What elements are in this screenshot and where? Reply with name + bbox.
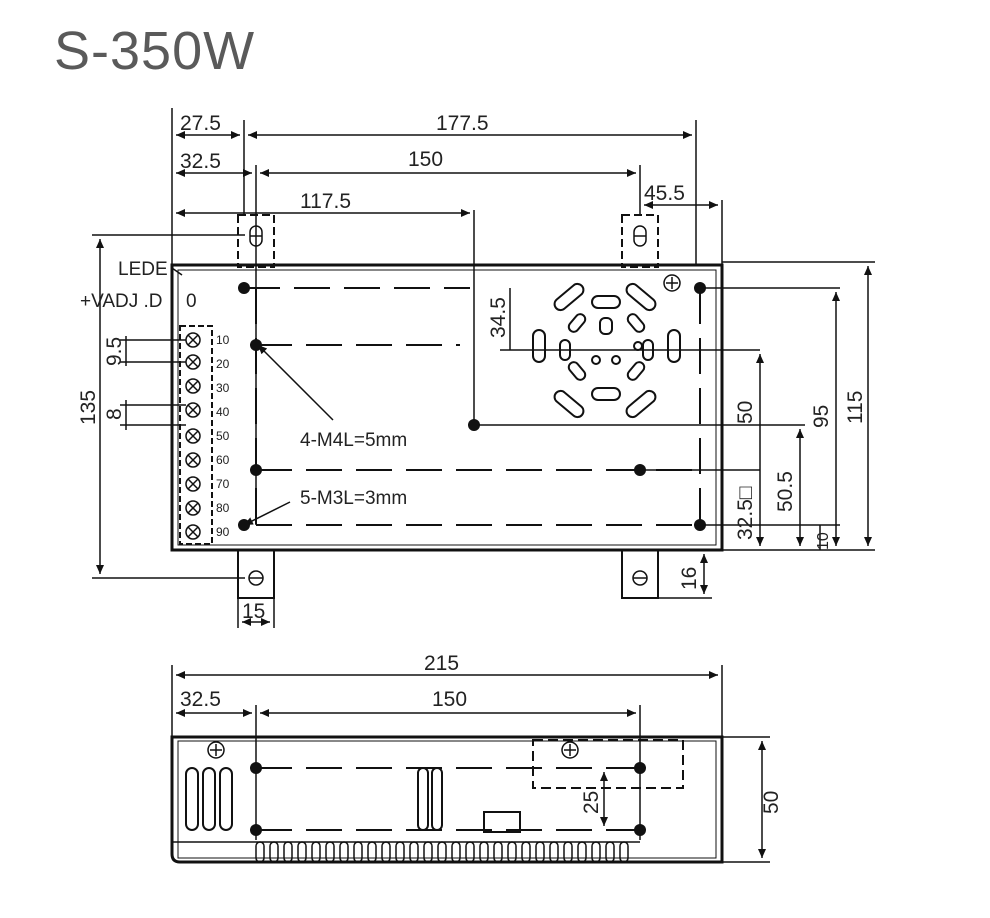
m3-hole-label: 5-M3L=3mm	[300, 488, 407, 509]
hole-dot	[250, 339, 262, 351]
hole-dot	[250, 824, 262, 836]
dim-10: 10	[815, 532, 832, 550]
terminal-scale-label: 20	[216, 357, 230, 371]
hole-dot	[238, 282, 250, 294]
terminal-scale-label: 10	[216, 333, 230, 347]
hole-dot	[634, 464, 646, 476]
hole-dot	[634, 824, 646, 836]
side-dim-25: 25	[580, 791, 603, 814]
dim-16: 16	[678, 567, 701, 590]
dim-32-5: 32.5	[180, 150, 221, 173]
hole-dot	[694, 282, 706, 294]
tab-top-right	[621, 214, 659, 268]
housing-side-inner	[177, 740, 717, 859]
dim-115: 115	[844, 391, 867, 424]
dim-135: 135	[77, 390, 100, 425]
dim-50-5: 50.5	[774, 471, 797, 512]
terminal-scale-label: 30	[216, 381, 230, 395]
page-title: S-350W	[54, 21, 256, 81]
dim-95: 95	[810, 405, 833, 428]
tab-bottom-left	[237, 549, 275, 599]
hole-dot	[250, 762, 262, 774]
hole-dot	[634, 762, 646, 774]
dim-50: 50	[734, 401, 757, 424]
hole-dot	[250, 464, 262, 476]
led-label: LEDE	[118, 259, 168, 280]
side-fan-region	[532, 739, 684, 789]
dim-8: 8	[103, 408, 126, 420]
switch-window	[483, 811, 521, 833]
tab-bottom-right	[621, 549, 659, 599]
terminal-scale-label: 60	[216, 453, 230, 467]
dim-34-5: 34.5	[487, 297, 510, 338]
bottom-vent-comb	[172, 841, 640, 863]
dim-27-5: 27.5	[180, 112, 221, 135]
dim-15: 15	[242, 600, 265, 623]
terminal-scale-label: 70	[216, 477, 230, 491]
hole-dot	[238, 519, 250, 531]
dim-150: 150	[408, 148, 443, 171]
hole-dot	[468, 419, 480, 431]
vadj-zero-label: 0	[186, 291, 197, 312]
dim-9-5: 9.5	[103, 337, 126, 366]
hole-dot	[694, 519, 706, 531]
dim-45-5: 45.5	[644, 182, 685, 205]
dim-117-5: 117.5	[300, 190, 351, 213]
dim-32-5-square: 32.5□	[734, 486, 757, 540]
side-vents	[185, 767, 443, 831]
side-dim-50: 50	[760, 791, 783, 814]
dim-177-5: 177.5	[436, 112, 489, 135]
side-dim-150: 150	[432, 688, 467, 711]
m4-hole-label: 4-M4L=5mm	[300, 430, 407, 451]
terminal-scale-label: 40	[216, 405, 230, 419]
terminal-scale-label: 80	[216, 501, 230, 515]
housing-top-inner	[177, 269, 717, 546]
side-dim-32-5: 32.5	[180, 688, 221, 711]
side-dim-215: 215	[424, 652, 459, 675]
housing-top-outline	[170, 263, 724, 552]
terminal-scale-label: 90	[216, 525, 230, 539]
vadj-label: +VADJ .D	[80, 291, 163, 312]
terminal-scale-label: 50	[216, 429, 230, 443]
terminal-block	[179, 325, 213, 545]
